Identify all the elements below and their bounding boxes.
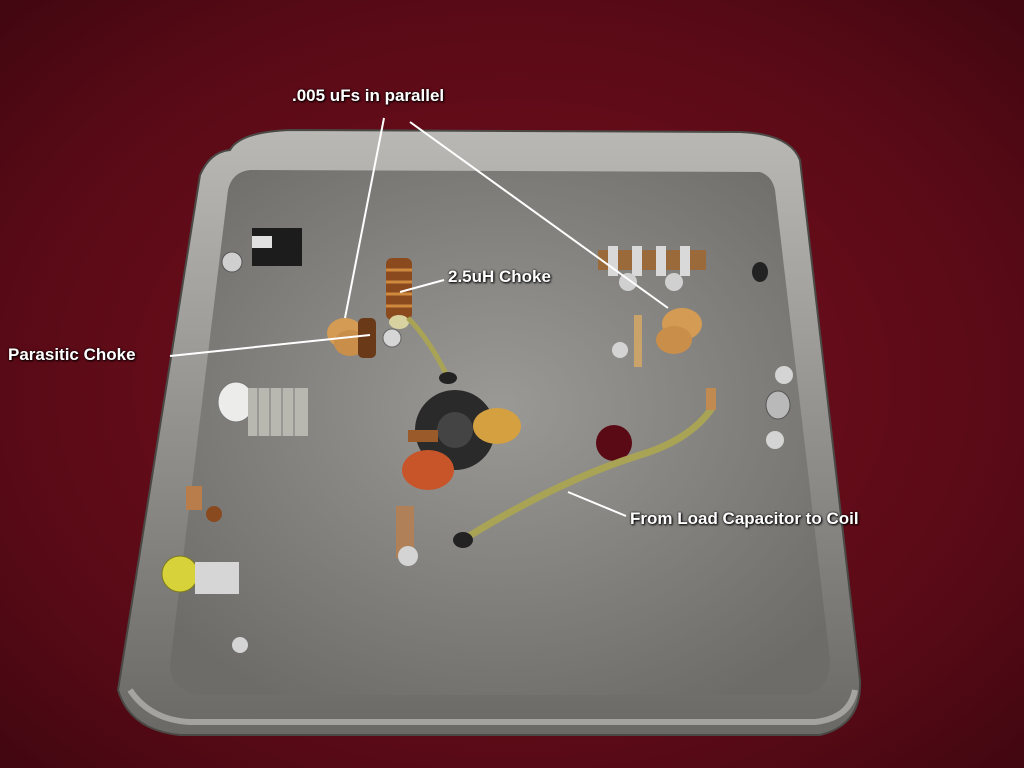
terminal-strip: [598, 246, 706, 291]
toggle-switch: [221, 228, 302, 273]
caps-pointer-line-1: [344, 117, 385, 319]
annotation-choke: 2.5uH Choke: [448, 267, 551, 286]
bracket: [396, 506, 414, 558]
terminal-left: [186, 486, 222, 522]
screw: [232, 637, 248, 653]
choke-wire: [406, 316, 451, 380]
annotation-parasitic-choke: Parasitic Choke: [8, 345, 136, 364]
trimmer-pot: [161, 555, 239, 594]
parasitic-pointer-line: [169, 334, 371, 357]
annotation-capacitors: .005 uFs in parallel: [292, 86, 445, 105]
rf-choke-coil: [386, 258, 412, 329]
parallel-capacitors: [612, 308, 702, 367]
annotation-load-wire: From Load Capacitor to Coil: [630, 509, 859, 528]
tube-socket: [402, 390, 521, 490]
side-connector: [752, 262, 793, 449]
variable-capacitor: [217, 381, 308, 436]
caps-pointer-line-2: [409, 121, 669, 309]
load-wire: [464, 405, 715, 541]
chassis-hole: [596, 425, 632, 461]
choke-pointer-line: [399, 279, 445, 293]
load-pointer-line: [567, 491, 627, 517]
